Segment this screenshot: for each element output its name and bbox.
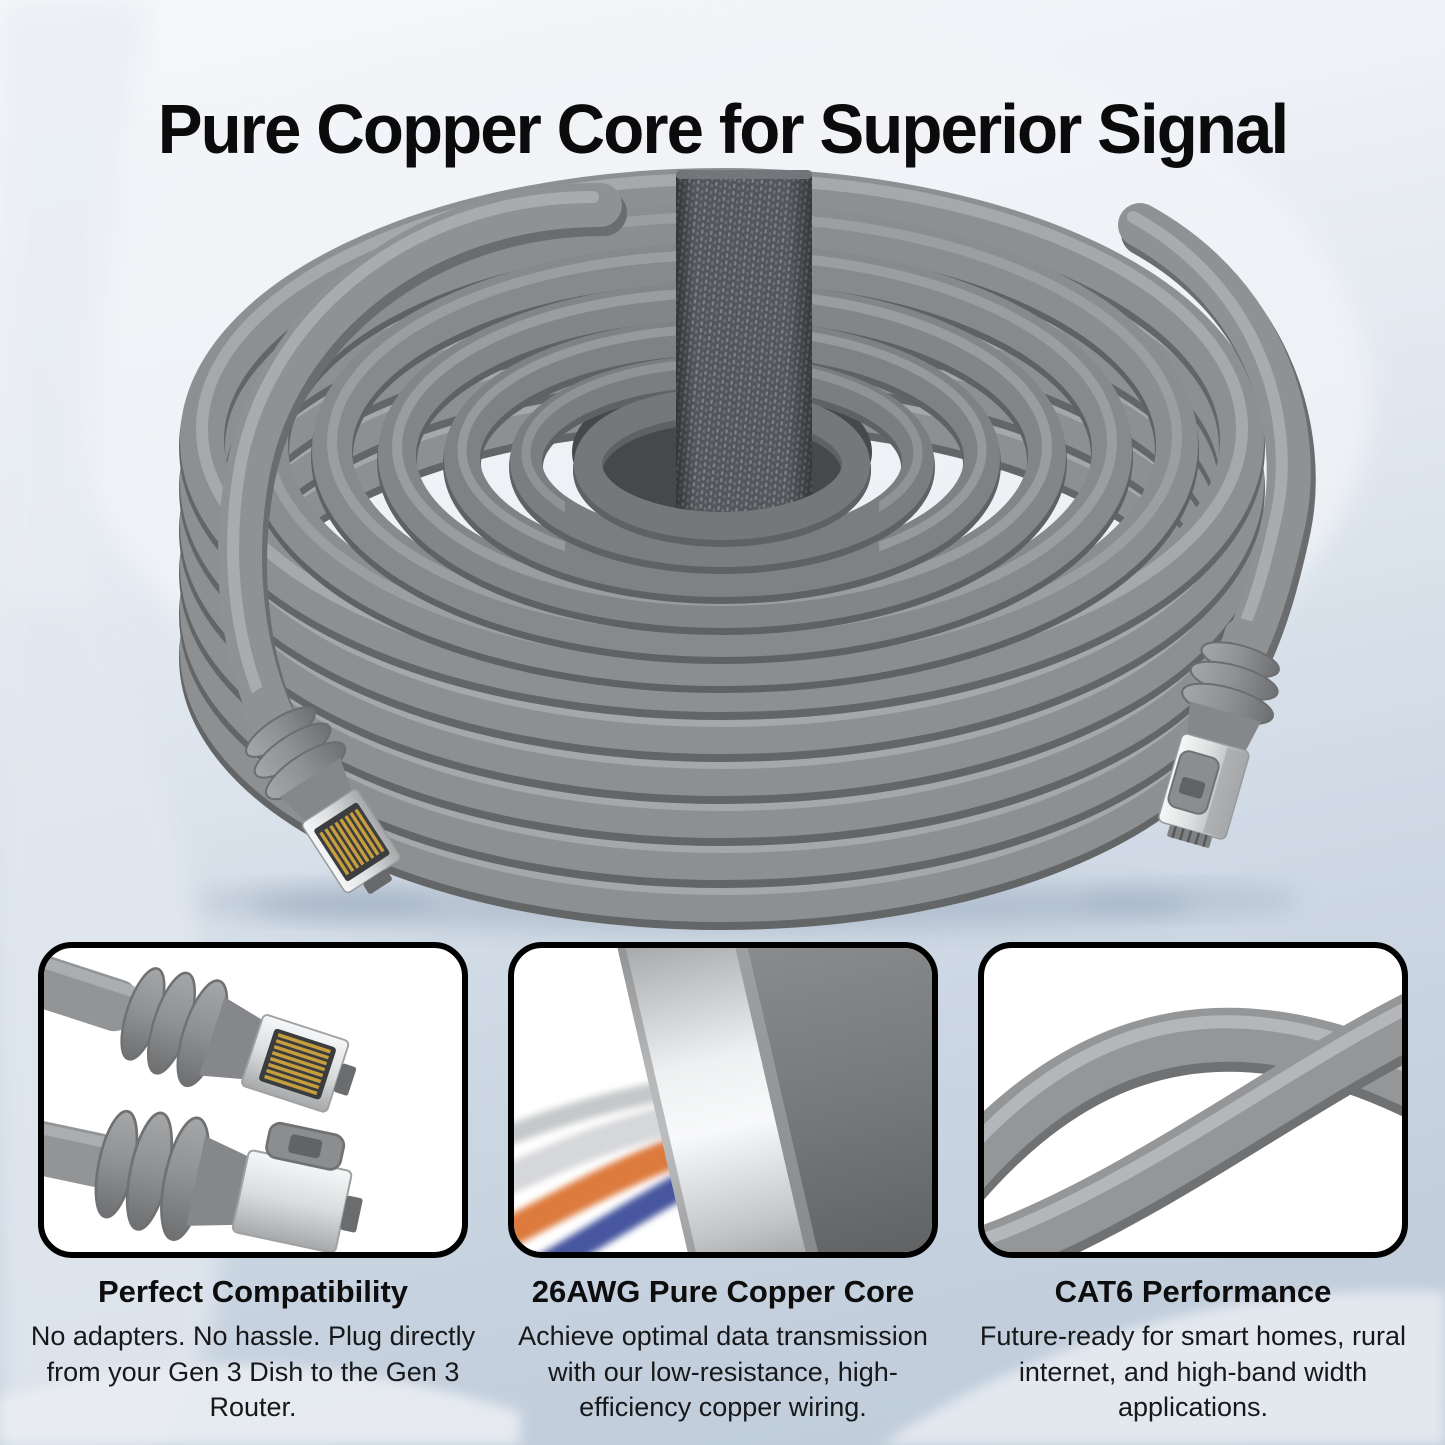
panel-body: Future-ready for smart homes, rural inte… [979,1321,1407,1422]
foil-shield [614,948,817,1252]
page-title: Pure Copper Core for Superior Signal [157,89,1289,168]
panel-heading: 26AWG Pure Copper Core [531,1274,915,1309]
velcro-strap [676,170,812,530]
gold-pins [319,808,385,876]
coil-inner-rings-front [565,445,879,580]
feature-panel-cat6: CAT6 Performance Future-ready for smart … [978,942,1408,1426]
rj45-connector-right [1158,618,1280,848]
panel1-connector-latch [44,1104,363,1252]
two-rj45-connectors-photo [38,942,468,1258]
rj45-connector-left [241,685,401,894]
panel-body: No adapters. No hassle. Plug directly fr… [30,1321,476,1422]
panel-body: Achieve optimal data transmission with o… [518,1321,928,1422]
cable-tails [218,183,1316,753]
crossed-cables [984,994,1402,1252]
copper-wires [514,1082,703,1252]
cable-cutaway-copper-core-photo [508,942,938,1258]
panel1-connector-pins [44,948,357,1113]
cable-jacket [725,948,932,1252]
panel-heading: Perfect Compatibility [97,1274,409,1309]
crossed-cables-photo [978,942,1408,1258]
feature-panel-compatibility: Perfect Compatibility No adapters. No ha… [31,942,475,1426]
feature-panel-copper-core: 26AWG Pure Copper Core Achieve optimal d… [508,942,938,1426]
panel-heading: CAT6 Performance [1054,1274,1332,1309]
